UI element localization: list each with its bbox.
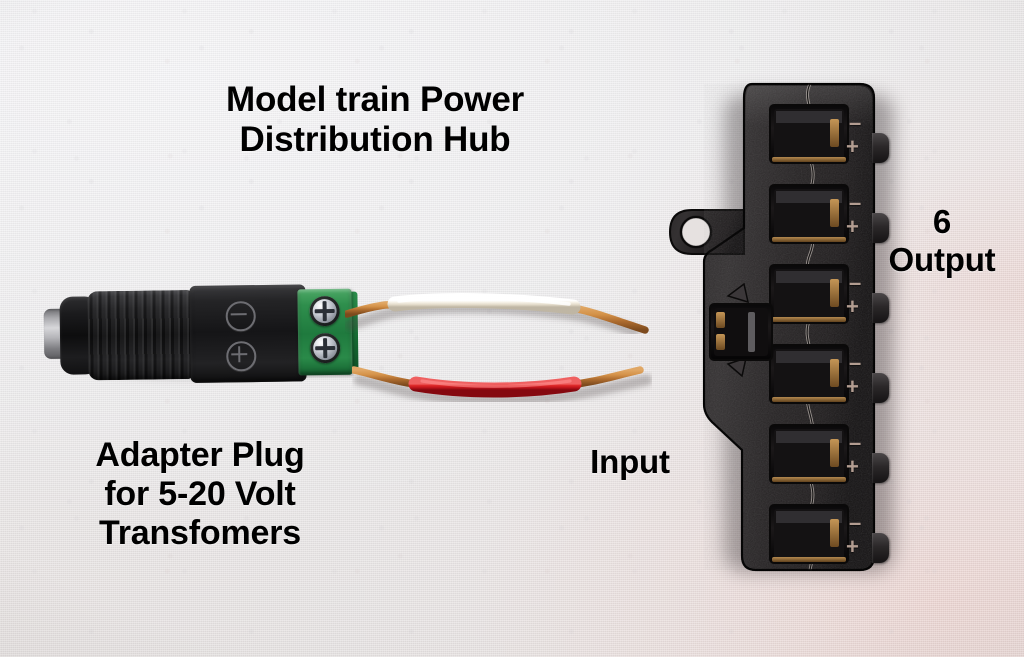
terminal-2-minus-mark: – [849,192,861,214]
red-wire-insulation [408,376,582,398]
output-terminal-4 [769,344,849,404]
white-wire [345,293,649,334]
terminal-1-minus-mark: – [849,112,861,134]
output-terminal-6 [769,504,849,564]
terminal-1-plus-mark: + [846,136,859,158]
input-connector [709,282,773,378]
side-bump-4 [872,373,889,403]
side-bump-6 [872,533,889,563]
terminal-4-plus-mark: + [846,376,859,398]
title-caption: Model train Power Distribution Hub [225,80,525,159]
output-terminal-3 [769,264,849,324]
input-caption: Input [590,443,670,480]
side-bump-5 [872,453,889,483]
output-terminal-1 [769,104,849,164]
output-caption: 6 Output [888,203,996,278]
terminal-3-minus-mark: – [849,272,861,294]
terminal-4-minus-mark: – [849,352,861,374]
terminal-5-minus-mark: – [849,432,861,454]
output-terminal-5 [769,424,849,484]
red-wire-copper-left [352,366,432,389]
hub-body-graphic [668,82,876,572]
terminal-2-plus-mark: + [846,216,859,238]
side-bump-3 [872,293,889,323]
side-bump-1 [872,133,889,163]
red-wire [352,366,652,402]
terminal-6-plus-mark: + [846,536,859,558]
terminal-5-plus-mark: + [846,456,859,478]
terminal-6-minus-mark: – [849,512,861,534]
side-bump-2 [872,213,889,243]
power-distribution-hub: – + – + – + – + – + – + [652,78,894,578]
white-wire-copper-left [345,299,435,318]
adapter-caption: Adapter Plug for 5-20 Volt Transfomers [95,436,305,552]
white-wire-insulation [387,293,581,315]
output-terminal-2 [769,184,849,244]
terminal-3-plus-mark: + [846,296,859,318]
